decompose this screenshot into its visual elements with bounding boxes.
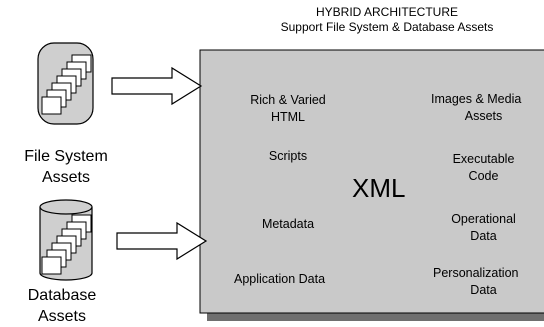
diagram-subtitle: Support File System & Database Assets — [280, 20, 494, 34]
panel-item-line: Data — [470, 283, 497, 297]
panel-item-right: Personalization Data — [423, 265, 544, 299]
arrow-right-icon — [111, 66, 203, 106]
panel-item-right: Images & Media Assets — [423, 91, 544, 125]
panel-item-line: Scripts — [268, 149, 308, 163]
panel-item-line: Images & Media — [431, 92, 522, 106]
panel-item-left: Scripts — [228, 148, 348, 165]
file-system-caption-line1: File System — [24, 148, 108, 165]
panel-item-line: Executable — [452, 152, 515, 166]
file-system-icon — [37, 42, 94, 125]
panel-item-left: Rich & Varied HTML — [228, 92, 348, 126]
panel-item-line: Assets — [464, 109, 503, 123]
arrow-right-icon — [116, 221, 208, 261]
database-icon — [39, 199, 93, 281]
panel-item-line: HTML — [270, 110, 306, 124]
panel-item-line: Operational — [451, 212, 516, 226]
panel-item-right: Operational Data — [423, 211, 544, 245]
diagram-title: HYBRID ARCHITECTURE — [315, 5, 458, 19]
panel-item-line: Personalization — [433, 266, 519, 280]
xml-panel — [199, 49, 544, 314]
panel-item-left: Metadata — [228, 216, 348, 233]
database-caption-line1: Database — [27, 287, 97, 304]
file-system-caption: File System Assets — [0, 146, 136, 188]
xml-label: XML — [352, 173, 406, 203]
panel-item-line: Application Data — [234, 272, 326, 286]
database-caption: Database Assets — [0, 285, 132, 327]
panel-item-line: Rich & Varied — [250, 93, 326, 107]
panel-item-left: Application Data — [228, 271, 364, 288]
database-caption-line2: Assets — [37, 308, 86, 325]
file-system-caption-line2: Assets — [41, 169, 90, 186]
panel-item-line: Data — [470, 229, 497, 243]
panel-item-right: Executable Code — [423, 151, 544, 185]
panel-item-line: Metadata — [261, 217, 315, 231]
panel-item-line: Code — [468, 169, 499, 183]
